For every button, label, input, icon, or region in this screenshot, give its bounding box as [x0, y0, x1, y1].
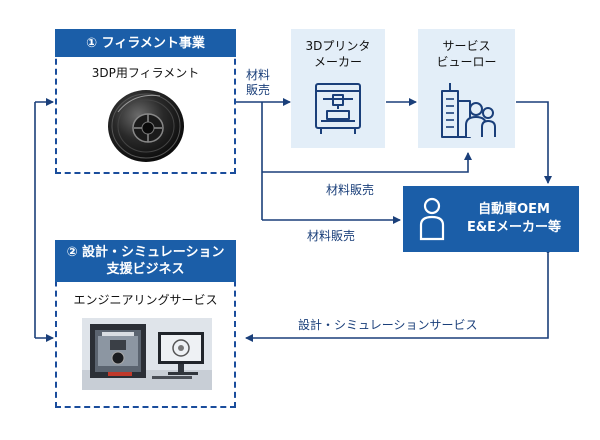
material-sales-label-low: 材料販売	[307, 229, 356, 243]
engineering-workstation-icon	[82, 318, 212, 390]
printer-maker-title-line1: 3Dプリンタ	[305, 39, 371, 53]
printer-maker-title-line2: メーカー	[313, 55, 362, 69]
design-subtitle: エンジニアリングサービス	[73, 293, 218, 307]
service-bureau-title-line2: ビューロー	[436, 55, 497, 69]
arrow-bureau-to-oem	[516, 101, 552, 184]
filament-business-header: ① フィラメント事業	[55, 29, 236, 57]
service-bureau-title-line1: サービス	[442, 39, 491, 53]
arrow-material-to-bureau	[262, 152, 472, 173]
filament-spool-icon	[108, 90, 184, 162]
filament-subtitle: 3DP用フィラメント	[91, 66, 200, 80]
material-sales-label-top-line2: 販売	[246, 83, 271, 97]
oem-label-line1: 自動車OEM	[478, 202, 550, 217]
service-bureau-box: サービス ビューロー	[418, 29, 515, 148]
arrow-simulation-service	[245, 247, 552, 342]
printer-maker-box: 3Dプリンタ メーカー	[291, 29, 385, 148]
design-header-line1: ② 設計・シミュレーション	[66, 245, 225, 260]
oem-label-line2: E&Eメーカー等	[466, 220, 562, 235]
printer-maker-title: 3Dプリンタ メーカー	[291, 38, 385, 70]
person-icon	[419, 197, 445, 241]
oem-box: 自動車OEM E&Eメーカー等	[403, 186, 579, 252]
material-sales-label-top-line1: 材料	[246, 68, 271, 82]
material-sales-label-top: 材料 販売	[246, 68, 270, 98]
design-header-line2: 支援ビジネス	[106, 262, 185, 277]
simulation-service-label: 設計・シミュレーションサービス	[298, 318, 478, 332]
3d-printer-icon	[315, 83, 361, 134]
service-bureau-title: サービス ビューロー	[418, 38, 515, 70]
oem-label: 自動車OEM E&Eメーカー等	[455, 201, 573, 237]
material-sales-label-mid: 材料販売	[326, 183, 375, 197]
design-simulation-header: ② 設計・シミュレーション 支援ビジネス	[55, 240, 236, 282]
buildings-people-icon	[441, 83, 496, 138]
